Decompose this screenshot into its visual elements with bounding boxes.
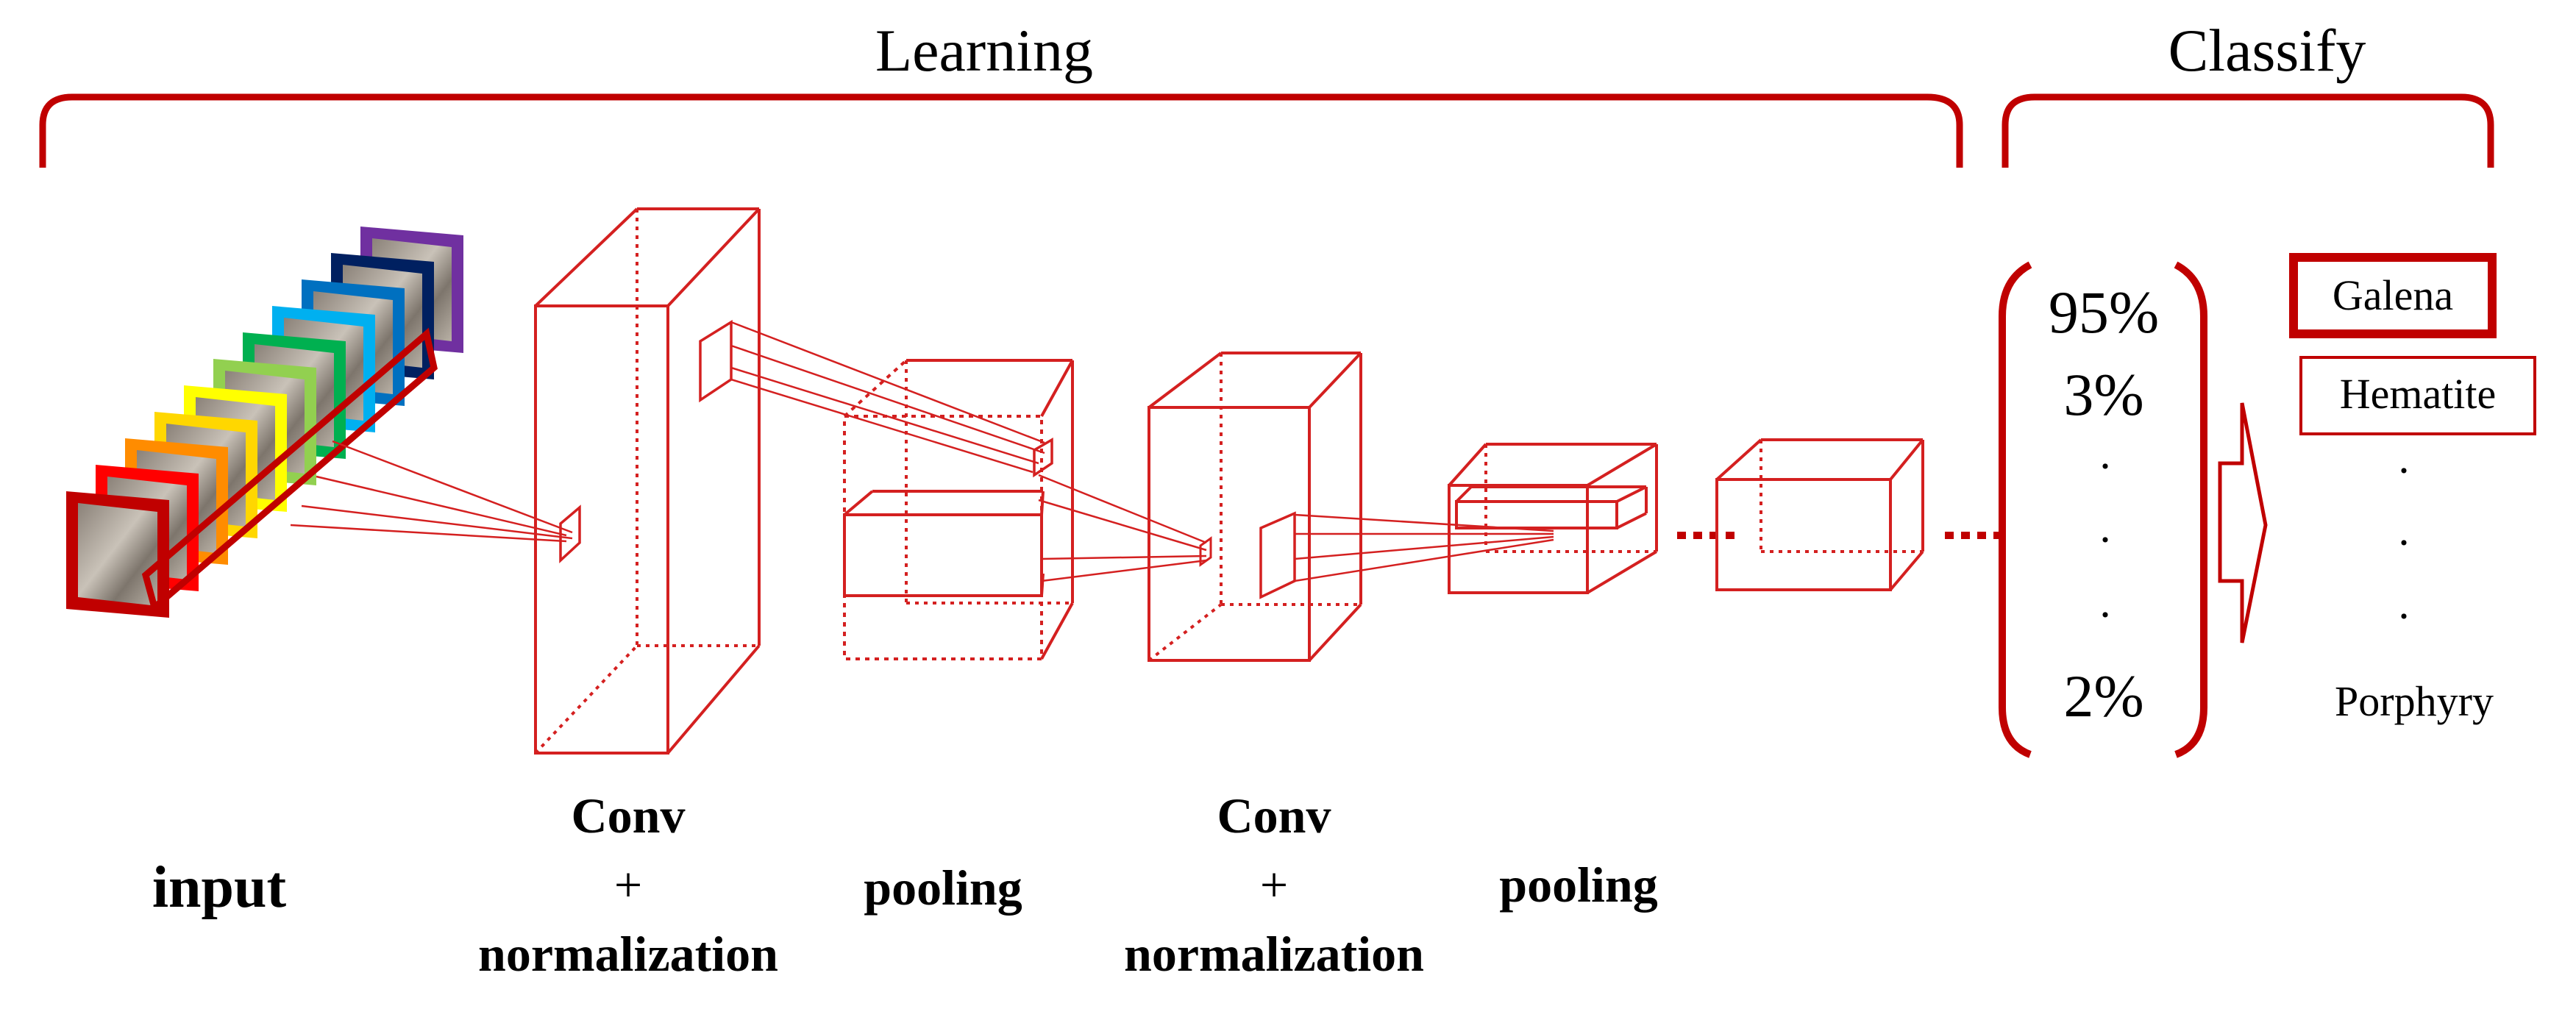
prob-ellipsis-2: · xyxy=(2098,516,2113,564)
pool1-projection-lines xyxy=(1038,474,1207,582)
conv1-projection-lines xyxy=(730,321,1045,474)
prob-porphyry: 2% xyxy=(2063,663,2144,730)
conv2-label-line2: + xyxy=(1259,857,1289,913)
conv2-input-patch xyxy=(1199,536,1212,567)
class-ellipsis-3: · xyxy=(2397,592,2411,641)
output-arrow xyxy=(2218,402,2268,643)
conv2-label-line3: normalization xyxy=(1124,926,1424,982)
conv1-input-patch xyxy=(559,504,581,563)
pool1-block xyxy=(843,359,1074,660)
class-ellipsis-1: · xyxy=(2397,446,2411,495)
conv1-label: Conv + normalization xyxy=(478,781,778,988)
conv1-block xyxy=(534,207,761,755)
pool1-patch xyxy=(1033,437,1053,478)
conv2-block xyxy=(1148,352,1362,662)
conv1-label-line1: Conv xyxy=(571,788,686,844)
pool2-block xyxy=(1448,443,1658,594)
input-label: input xyxy=(152,855,287,920)
class-porphyry: Porphyry xyxy=(2335,677,2494,725)
prob-galena: 95% xyxy=(2048,279,2160,346)
galena-box xyxy=(2289,253,2497,338)
pool1-inner-slab xyxy=(843,490,1045,597)
learning-bracket xyxy=(39,93,1963,168)
input-image-stack xyxy=(66,227,463,618)
rock-image xyxy=(78,503,157,606)
class-hematite: Hematite xyxy=(2339,370,2497,418)
conv2-projection-lines xyxy=(1294,513,1554,582)
prob-ellipsis-1: · xyxy=(2098,442,2113,491)
classify-title: Classify xyxy=(2168,17,2366,84)
pool2-inner-slab xyxy=(1455,485,1648,529)
input-projection-lines xyxy=(290,440,573,543)
conv1-output-patch xyxy=(699,319,733,403)
prob-hematite: 3% xyxy=(2063,361,2144,428)
output-right-bracket xyxy=(2174,261,2207,758)
output-left-bracket xyxy=(1999,261,2032,758)
prob-ellipsis-3: · xyxy=(2098,591,2113,639)
conv2-output-patch xyxy=(1259,511,1296,599)
input-window xyxy=(141,327,438,614)
conv1-label-line2: + xyxy=(613,857,643,913)
class-galena: Galena xyxy=(2332,271,2454,319)
class-ellipsis-2: · xyxy=(2397,518,2411,567)
final-feature-block xyxy=(1715,438,1924,591)
conv2-label: Conv + normalization xyxy=(1124,781,1424,988)
pool1-label: pooling xyxy=(864,860,1022,916)
classify-bracket xyxy=(2002,93,2494,168)
conv1-label-line3: normalization xyxy=(478,926,778,982)
hematite-box xyxy=(2299,356,2536,435)
learning-title: Learning xyxy=(875,17,1093,84)
pool2-label: pooling xyxy=(1499,857,1658,913)
conv2-label-line1: Conv xyxy=(1217,788,1331,844)
